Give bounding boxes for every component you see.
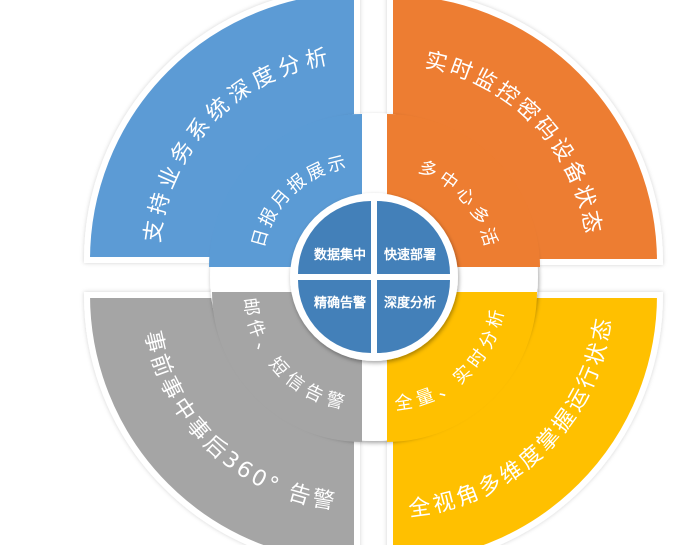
- core-segment-bottom-right: [377, 280, 450, 353]
- core-segment-bottom-left: [298, 280, 371, 353]
- core-label-data-centralization: 数据集中: [314, 247, 366, 263]
- core-label-precise-alert: 精确告警: [314, 295, 366, 311]
- core-label-fast-deploy: 快速部署: [384, 247, 436, 263]
- core-circle: [298, 201, 450, 353]
- core-label-deep-analysis: 深度分析: [384, 295, 436, 311]
- core-circle-border: [290, 193, 458, 361]
- core-segment-top-right: [377, 201, 450, 274]
- core-segment-top-left: [298, 201, 371, 274]
